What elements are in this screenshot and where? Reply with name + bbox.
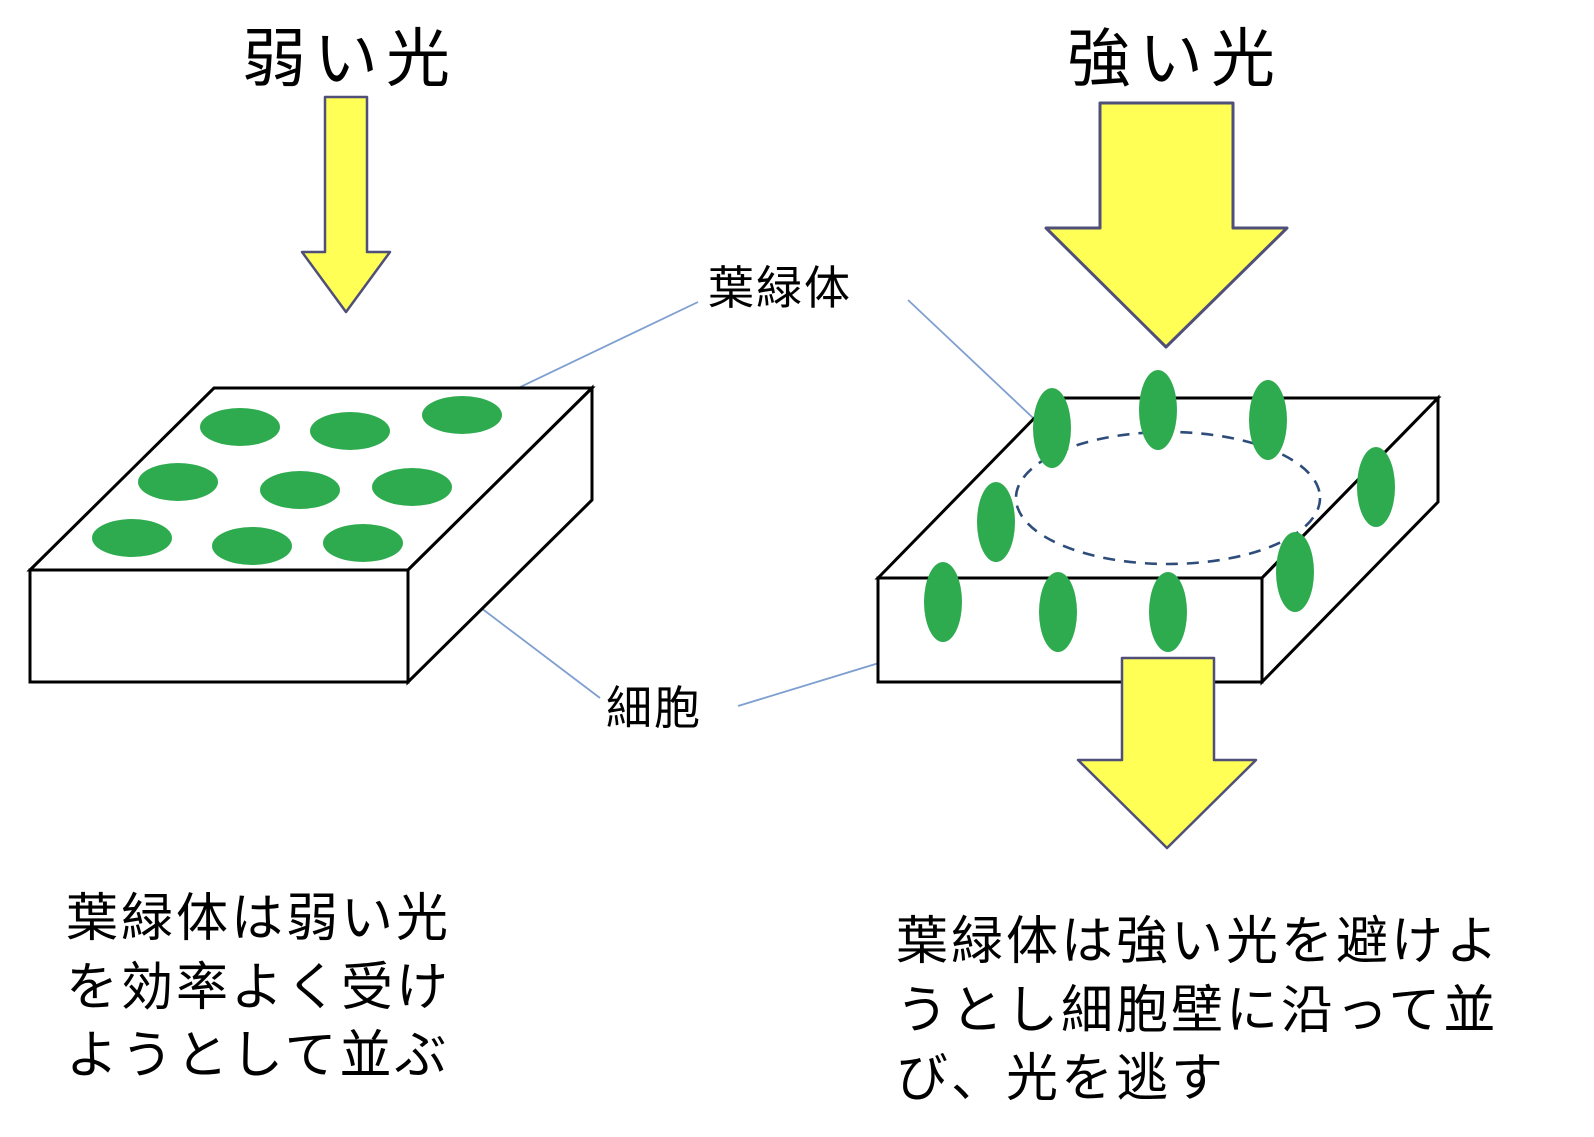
chloroplast-label: 葉緑体 <box>708 262 852 314</box>
escaping-light-arrow-icon <box>1076 656 1258 850</box>
chloroplast-ellipse <box>1276 532 1314 612</box>
pointer-line-cell-left <box>459 591 601 699</box>
chloroplast-ellipse <box>323 524 403 562</box>
chloroplasts-along-walls <box>924 370 1395 652</box>
chloroplast-ellipse <box>1249 380 1287 460</box>
chloroplast-ellipse <box>977 482 1015 562</box>
weak-light-arrow-icon <box>300 95 392 314</box>
cell-box-left-side-face <box>406 384 594 686</box>
caption-line: ようとして並ぶ <box>66 1027 450 1086</box>
chloroplast-ellipse <box>1139 370 1177 450</box>
chloroplast-ellipse <box>924 562 962 642</box>
weak-light-caption: 葉緑体は弱い光 を効率よく受け ようとして並ぶ <box>66 885 451 1091</box>
chloroplast-ellipse <box>1149 572 1187 652</box>
chloroplast-ellipse <box>1033 388 1071 468</box>
pointer-line-chloroplast-right <box>907 299 1049 433</box>
chloroplast-ellipse <box>372 468 452 506</box>
caption-line: び、光を逃す <box>896 1050 1227 1109</box>
chloroplast-ellipse <box>310 412 390 450</box>
chloroplast-ellipse <box>1039 572 1077 652</box>
chloroplast-ellipse <box>200 408 280 446</box>
cell-box-left-front-face <box>28 568 410 684</box>
chloroplasts-spread <box>92 396 502 565</box>
chloroplast-ellipse <box>92 519 172 557</box>
chloroplast-ellipse <box>422 396 502 434</box>
caption-line: 葉緑体は弱い光 <box>66 890 452 948</box>
cell-label: 細胞 <box>606 682 702 734</box>
chloroplast-ellipse <box>138 463 218 501</box>
chloroplast-ellipse <box>260 471 340 509</box>
caption-line: うとし細胞壁に沿って並 <box>896 981 1499 1040</box>
weak-light-title: 弱い光 <box>242 23 458 95</box>
chloroplast-ellipse <box>1357 447 1395 527</box>
strong-light-title: 強い光 <box>1067 23 1283 95</box>
caption-line: を効率よく受け <box>66 958 452 1017</box>
chloroplast-ellipse <box>212 527 292 565</box>
strong-light-caption: 葉緑体は強い光を避けよ うとし細胞壁に沿って並 び、光を逃す <box>896 908 1501 1114</box>
strong-light-arrow-icon <box>1044 101 1289 349</box>
caption-line: 葉緑体は強い光を避けよ <box>896 913 1502 971</box>
